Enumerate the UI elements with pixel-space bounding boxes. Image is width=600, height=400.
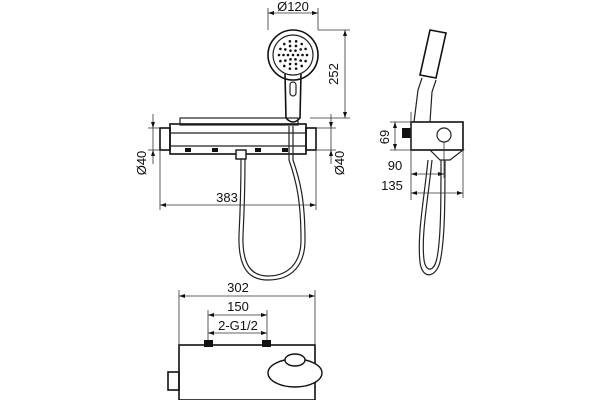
- nozzle-dot: [294, 67, 298, 70]
- nozzle-dot: [288, 62, 292, 66]
- nozzle-dot: [277, 53, 281, 57]
- nozzle-dot: [299, 59, 302, 62]
- label-thread: 2-G1/2: [218, 318, 258, 333]
- side-hose: [418, 159, 446, 276]
- nozzle-dot: [289, 49, 292, 52]
- nozzle-dot: [288, 44, 292, 48]
- nozzle-dot: [288, 67, 292, 70]
- nozzle-dot: [296, 53, 300, 57]
- label-dia120: Ø120: [277, 0, 309, 14]
- shower-nozzles: [277, 40, 309, 70]
- nozzle-dot: [294, 44, 298, 48]
- hose-outlet: [235, 149, 247, 160]
- shower-head-inner: [272, 34, 314, 76]
- nozzle-dot: [284, 48, 287, 51]
- hose: [238, 126, 306, 281]
- label-dia40-left: Ø40: [134, 151, 149, 176]
- nozzle-dot: [282, 64, 286, 68]
- nozzle-dot: [282, 42, 286, 46]
- top-view: 302 150 2-G1/2: [167, 280, 323, 400]
- nozzle-dot: [279, 47, 282, 51]
- nozzle-dot: [279, 59, 282, 63]
- nozzle-dot: [300, 64, 304, 68]
- inlet-left: [204, 340, 213, 347]
- label-69: 69: [377, 130, 392, 144]
- nozzle-dot: [288, 40, 292, 43]
- nozzle-dot: [294, 49, 297, 52]
- label-150: 150: [227, 299, 249, 314]
- nozzle-dot: [286, 53, 290, 57]
- handle-button: [289, 81, 297, 97]
- nozzle-dot: [294, 62, 298, 66]
- nozzle-dot: [289, 58, 292, 61]
- right-end-cap: [305, 127, 317, 151]
- nozzle-dot: [299, 48, 302, 51]
- shower-head-outer: [267, 29, 319, 81]
- side-shower-head: [419, 29, 447, 79]
- label-302: 302: [227, 280, 249, 295]
- nozzle-dot: [305, 53, 309, 57]
- nozzle-dot: [282, 53, 285, 57]
- side-knob: [436, 127, 452, 143]
- label-383: 383: [216, 190, 238, 205]
- nozzle-dot: [294, 40, 298, 43]
- nozzle-dot: [301, 53, 304, 57]
- label-135: 135: [381, 178, 403, 193]
- label-252: 252: [326, 63, 341, 85]
- nozzle-dot: [291, 53, 295, 57]
- label-90: 90: [388, 158, 402, 173]
- nozzle-dot: [284, 59, 287, 62]
- nozzle-dot: [294, 58, 297, 61]
- left-end-cap: [159, 127, 171, 151]
- inlet-right: [262, 340, 271, 347]
- wall-connector: [402, 128, 411, 138]
- top-shelf: [179, 117, 299, 126]
- front-view: Ø120 252 Ø40 Ø40 383: [134, 0, 350, 281]
- nozzle-dot: [304, 47, 307, 51]
- nozzle-dot: [304, 59, 307, 63]
- top-view-left-cap: [167, 371, 180, 391]
- nozzle-dot: [300, 42, 304, 46]
- shower-handle: [284, 73, 302, 123]
- side-view: 69 90 135: [377, 29, 465, 276]
- label-dia40-right: Ø40: [332, 151, 347, 176]
